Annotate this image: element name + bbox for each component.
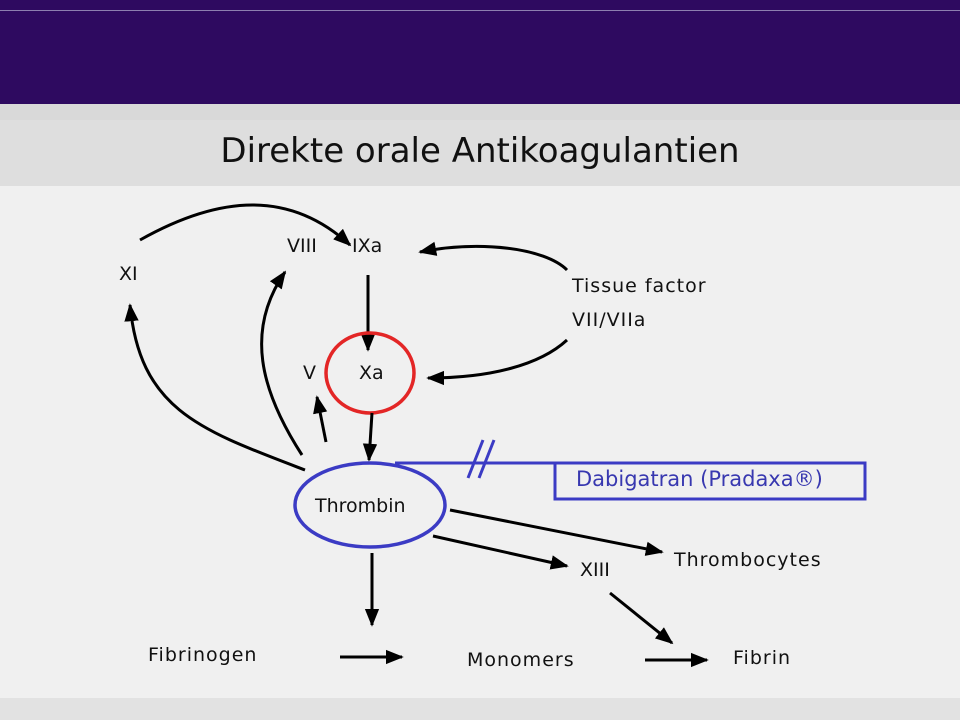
label-v: V xyxy=(303,362,316,384)
label-thrombocytes: Thrombocytes xyxy=(674,549,822,571)
dabigatran-box xyxy=(553,461,867,501)
arrow-xi-to-viii xyxy=(139,203,352,247)
thrombin-ellipse xyxy=(293,461,447,549)
label-xiii: XIII xyxy=(580,559,610,581)
label-dabigatran: Dabigatran (Pradaxa®) xyxy=(576,467,823,491)
arrow-thrombin-to-xi xyxy=(124,303,306,472)
xa-circle xyxy=(324,331,416,415)
label-thrombin: Thrombin xyxy=(315,495,406,517)
inhibition-mark-1 xyxy=(466,439,485,479)
title-band xyxy=(0,120,960,186)
label-fibrin: Fibrin xyxy=(733,647,792,669)
label-xa: Xa xyxy=(359,362,384,384)
label-ixa: IXa xyxy=(352,235,383,257)
content-area xyxy=(0,186,960,698)
inhibition-mark-2 xyxy=(477,439,496,479)
header-rule xyxy=(0,10,960,11)
arrow-thrombin-to-xiii xyxy=(432,534,569,570)
footer-band xyxy=(0,698,960,720)
header-bar xyxy=(0,0,960,104)
arrow-viia-to-xa xyxy=(426,338,569,386)
label-xi: XI xyxy=(119,263,138,285)
header-separator xyxy=(0,104,960,120)
label-monomers: Monomers xyxy=(467,649,575,671)
arrow-tissue-factor-to-ixa xyxy=(418,241,569,272)
arrow-thrombin-to-v xyxy=(313,395,328,443)
arrow-xiii-to-fibrin xyxy=(609,591,674,645)
label-tissue-factor: Tissue factor xyxy=(572,275,707,297)
arrow-thrombin-to-thrombocytes xyxy=(449,508,664,556)
label-vii-viia: VII/VIIa xyxy=(572,309,647,331)
label-viii: VIII xyxy=(287,235,317,257)
arrow-xa-to-thrombin xyxy=(362,412,378,462)
arrow-thrombin-to-viii xyxy=(260,270,304,456)
slide-title: Direkte orale Antikoagulantien xyxy=(220,131,740,171)
label-fibrinogen: Fibrinogen xyxy=(148,644,258,666)
